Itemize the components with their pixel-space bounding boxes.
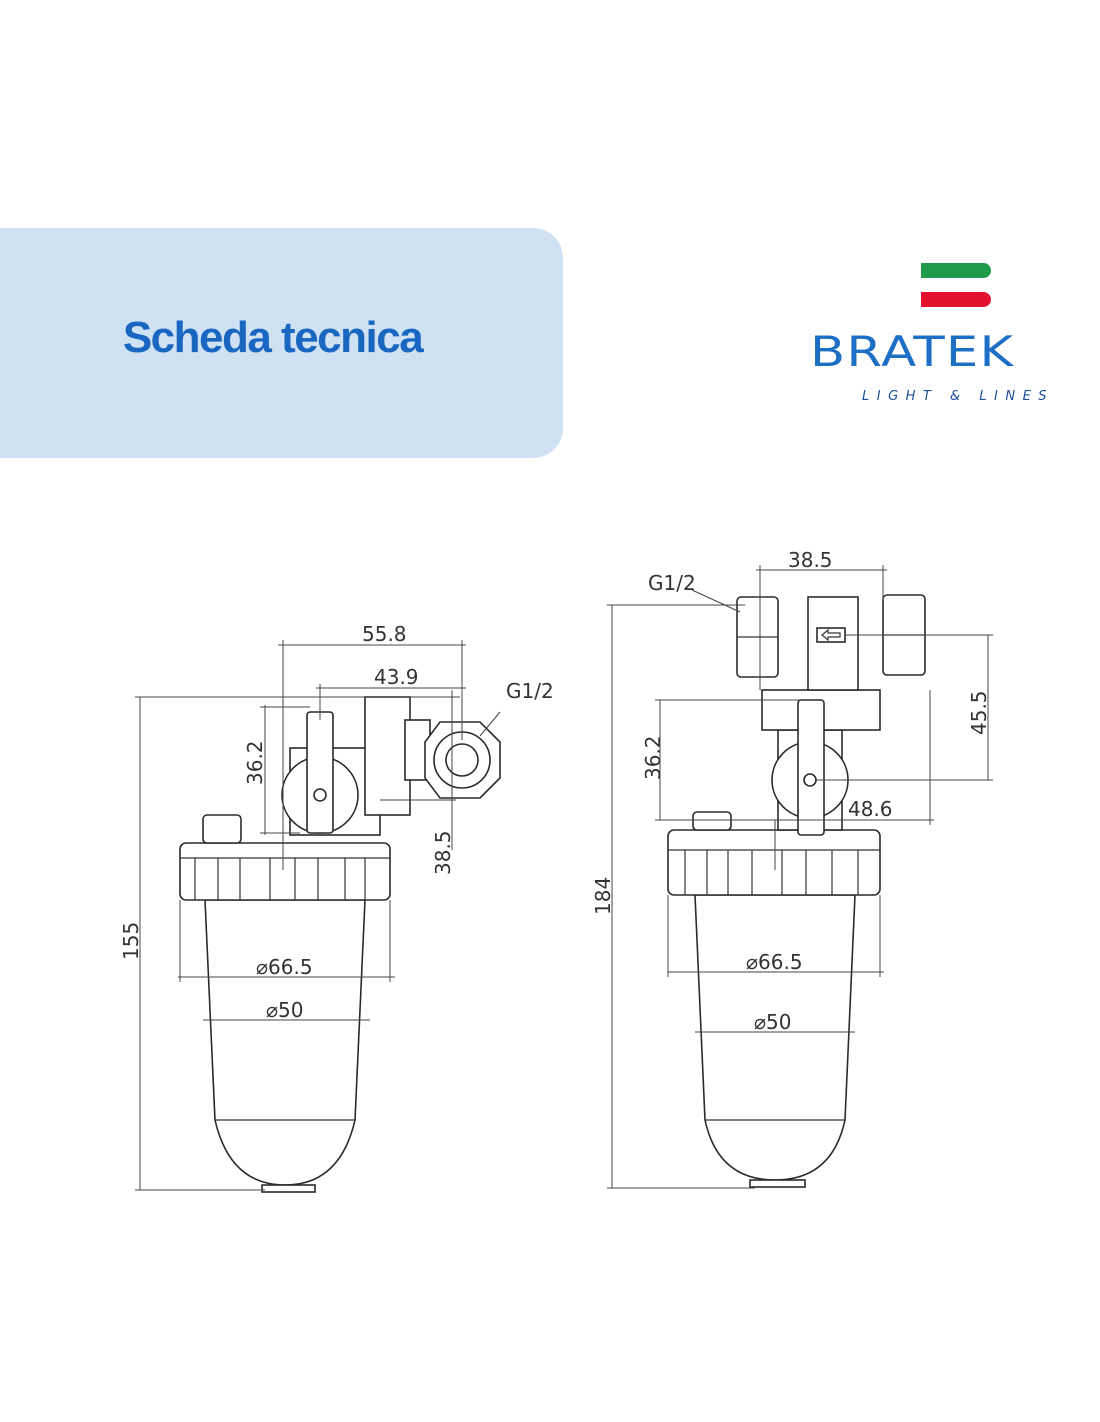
dim-inlet-height: 45.5	[967, 690, 991, 735]
filter-cap	[667, 829, 881, 896]
dim-valve-height: 36.2	[641, 735, 665, 780]
logo-brand: BRATEK	[810, 327, 1015, 376]
dim-offset: 48.6	[848, 797, 893, 821]
logo-green-bar	[921, 263, 991, 278]
plug	[202, 814, 242, 844]
dim-body-diameter: ⌀50	[266, 998, 304, 1022]
filter-bowl	[694, 894, 856, 1181]
valve-handle	[797, 699, 825, 836]
dim-height: 155	[119, 922, 143, 960]
dim-thread: G1/2	[506, 679, 554, 703]
valve-handle	[306, 711, 334, 834]
logo-tagline: LIGHT & LINES	[862, 389, 1055, 404]
page-title: Scheda tecnica	[122, 313, 424, 362]
dim-body-diameter: ⌀50	[754, 1010, 792, 1034]
dim-width-total: 55.8	[362, 622, 407, 646]
bratek-logo: BRATEK LIGHT & LINES	[800, 255, 1100, 415]
dim-valve-height: 36.2	[243, 740, 267, 785]
dim-thread: G1/2	[648, 571, 696, 595]
filter-cap	[179, 842, 391, 901]
dim-connector-spacing: 38.5	[788, 548, 833, 572]
dim-cap-diameter: ⌀66.5	[746, 950, 803, 974]
dim-cap-diameter: ⌀66.5	[256, 955, 313, 979]
filter-bowl	[204, 899, 366, 1186]
drawing-right: 184 38.5 G1/2 45.5 36.2 48.6 ⌀66.5 ⌀50	[591, 548, 993, 1189]
dim-height: 184	[591, 877, 615, 915]
dim-connector-height: 38.5	[431, 830, 455, 875]
drawing-left: 155 55.8 43.9 G1/2 36.2 38.5 ⌀66.5 ⌀50	[119, 622, 554, 1193]
header-panel: Scheda tecnica	[0, 228, 563, 458]
logo-red-bar	[921, 292, 991, 307]
plug	[692, 811, 732, 831]
dim-width-offset: 43.9	[374, 665, 419, 689]
